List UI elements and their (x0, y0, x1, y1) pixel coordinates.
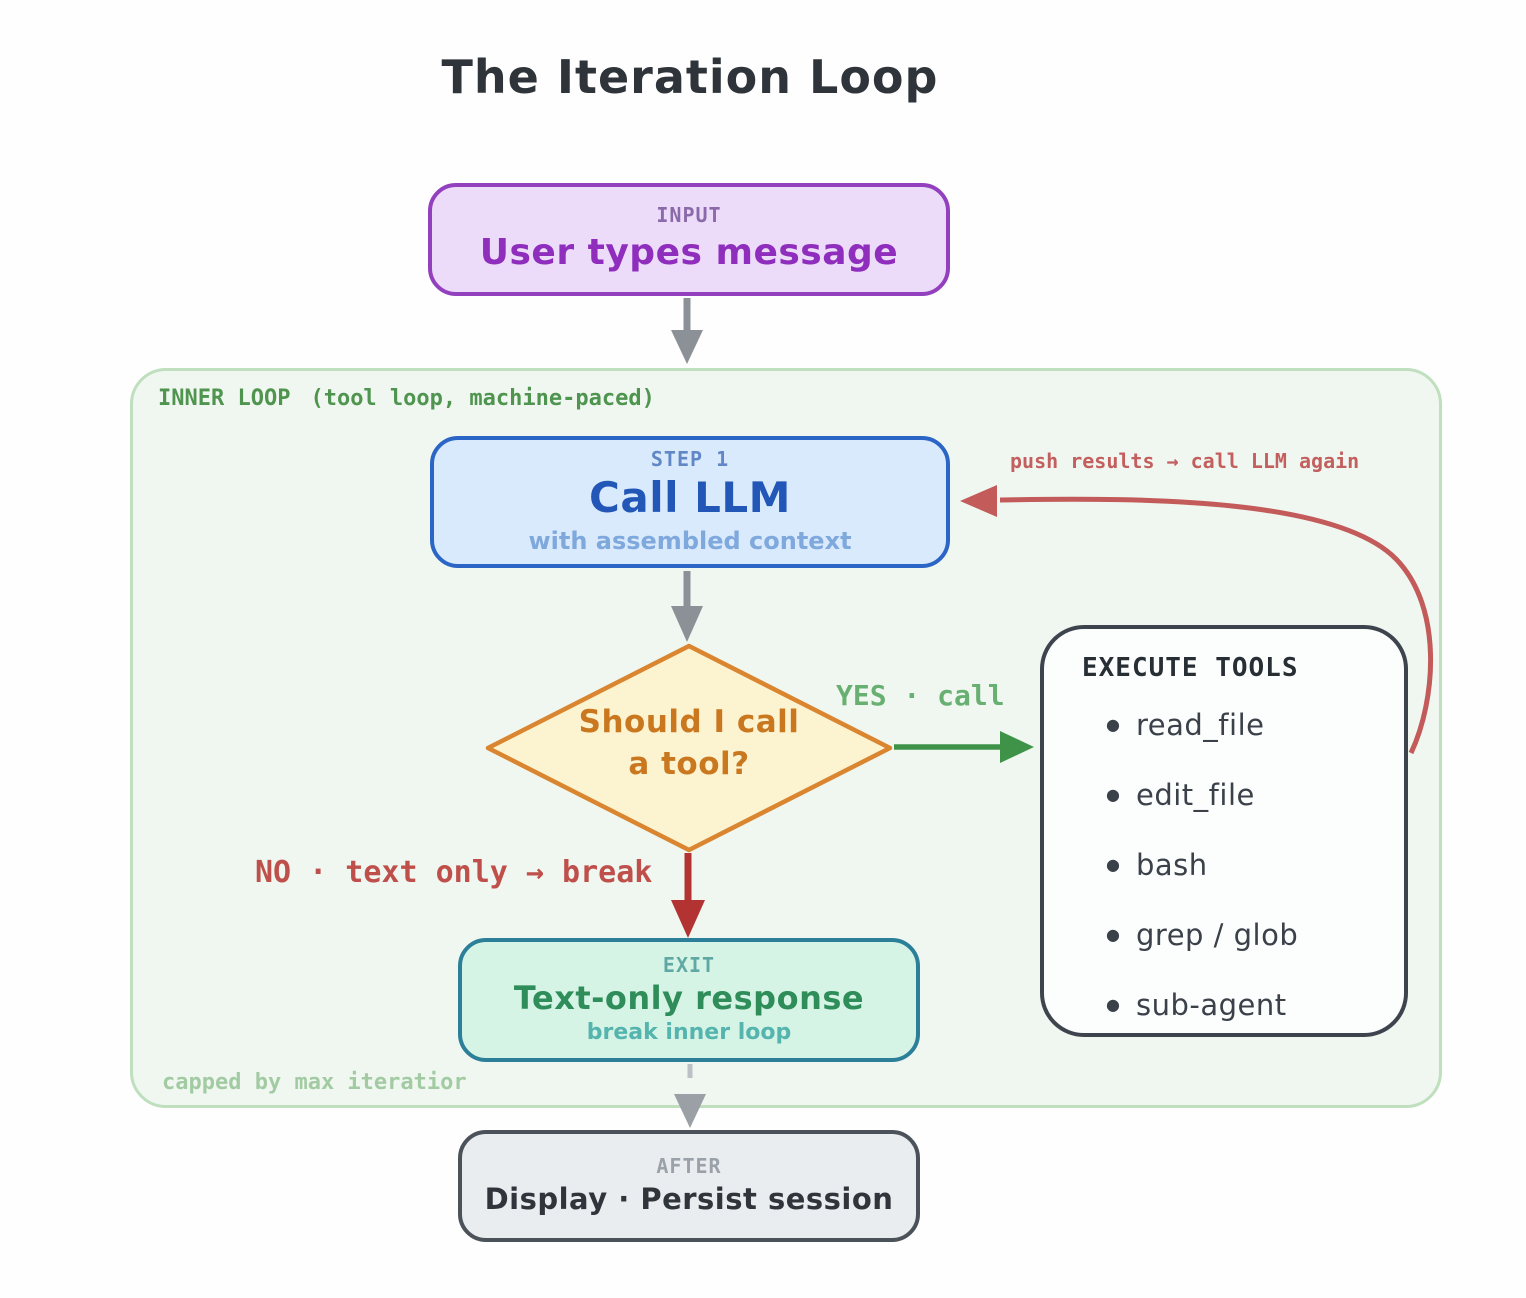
after-node: AFTER Display · Persist session (458, 1130, 920, 1242)
input-node-label: INPUT (656, 203, 722, 227)
yes-edge-label: YES · call (836, 679, 1005, 712)
tool-item-sub-agent: sub-agent (1106, 991, 1384, 1020)
call-llm-node-label: STEP 1 (650, 447, 730, 472)
after-node-label: AFTER (656, 1153, 722, 1178)
decision-text-line2: a tool? (628, 745, 750, 782)
call-llm-node-text: Call LLM (589, 473, 791, 523)
execute-tools-node: EXECUTE TOOLS read_file edit_file bash g… (1040, 625, 1408, 1037)
diagram-title: The Iteration Loop (441, 50, 939, 104)
tool-item-read-file: read_file (1106, 711, 1384, 740)
after-node-text: Display · Persist session (484, 1181, 894, 1216)
exit-node: EXIT Text-only response break inner loop (458, 938, 920, 1062)
call-llm-node: STEP 1 Call LLM with assembled context (430, 436, 950, 568)
input-node: INPUT User types message (428, 183, 950, 296)
exit-node-label: EXIT (662, 952, 716, 977)
execute-tools-title: EXECUTE TOOLS (1082, 653, 1299, 683)
inner-loop-header: INNER LOOP (tool loop, machine-paced) (158, 386, 655, 411)
exit-node-text: Text-only response (513, 978, 865, 1017)
decision-node-text: Should I call a tool? (539, 702, 839, 786)
call-llm-node-subtext: with assembled context (528, 526, 852, 555)
loop-back-edge-label: push results → call LLM again (1010, 449, 1360, 473)
arrow-input-to-loop (671, 298, 703, 364)
tool-item-edit-file: edit_file (1106, 781, 1384, 810)
inner-loop-label: INNER LOOP (158, 386, 291, 411)
tool-item-grep-glob: grep / glob (1106, 921, 1384, 950)
no-edge-label: NO · text only → break (255, 855, 653, 890)
exit-node-subtext: break inner loop (586, 1019, 792, 1045)
input-node-text: User types message (479, 232, 899, 273)
tool-item-bash: bash (1106, 851, 1384, 880)
decision-text-line1: Should I call (578, 704, 800, 740)
execute-tools-list: read_file edit_file bash grep / glob sub… (1106, 711, 1384, 1020)
inner-loop-sublabel: (tool loop, machine-paced) (310, 386, 655, 411)
inner-loop-footnote: capped by max iteratior (162, 1070, 467, 1095)
